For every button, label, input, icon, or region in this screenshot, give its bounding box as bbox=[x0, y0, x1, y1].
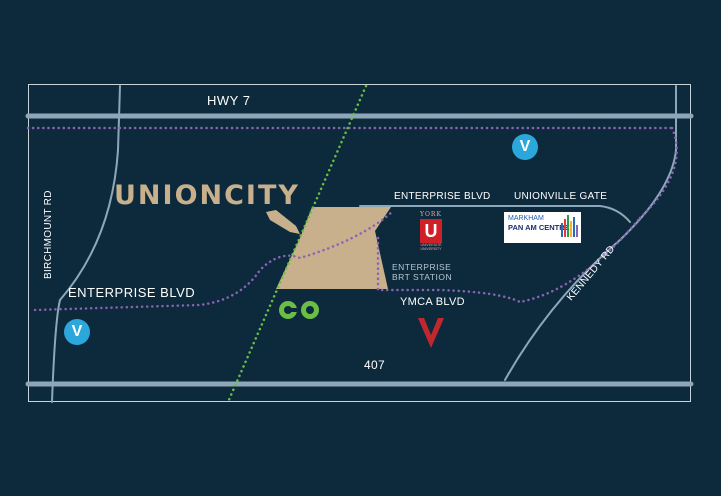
enterprise-blvd-east-label: ENTERPRISE BLVD bbox=[394, 191, 491, 202]
viva-badge-icon: V bbox=[64, 319, 90, 345]
kennedy-road bbox=[504, 85, 677, 381]
viva-badge-icon: V bbox=[512, 134, 538, 160]
hwy407-label: 407 bbox=[364, 358, 385, 372]
brt-station-label: ENTERPRISE BRT STATION bbox=[392, 262, 453, 282]
brt-route-kennedy bbox=[638, 126, 679, 220]
markham-pan-am-centre-logo-icon: MARKHAM PAN AM CENTRE bbox=[504, 212, 581, 243]
york-university-logo-icon: YORK U UNIVERSITÉ UNIVERSITY bbox=[420, 211, 442, 251]
go-rail-line bbox=[226, 84, 368, 404]
unioncity-site bbox=[276, 207, 391, 289]
location-arrow-icon bbox=[266, 210, 300, 234]
enterprise-blvd-east-road bbox=[359, 205, 631, 223]
unioncity-title: UNIONCITY bbox=[114, 180, 300, 211]
ymca-blvd-label: YMCA BLVD bbox=[400, 296, 465, 308]
ymca-logo-icon bbox=[418, 318, 444, 348]
unionville-gate-label: UNIONVILLE GATE bbox=[514, 191, 608, 202]
go-transit-icon bbox=[279, 301, 319, 319]
hwy7-label: HWY 7 bbox=[207, 93, 251, 108]
markham-bars-icon bbox=[561, 215, 578, 237]
birchmount-rd-label: BIRCHMOUNT RD bbox=[43, 190, 54, 279]
birchmount-road bbox=[51, 85, 121, 403]
map-frame bbox=[28, 84, 691, 402]
enterprise-blvd-west-label: ENTERPRISE BLVD bbox=[68, 285, 196, 300]
